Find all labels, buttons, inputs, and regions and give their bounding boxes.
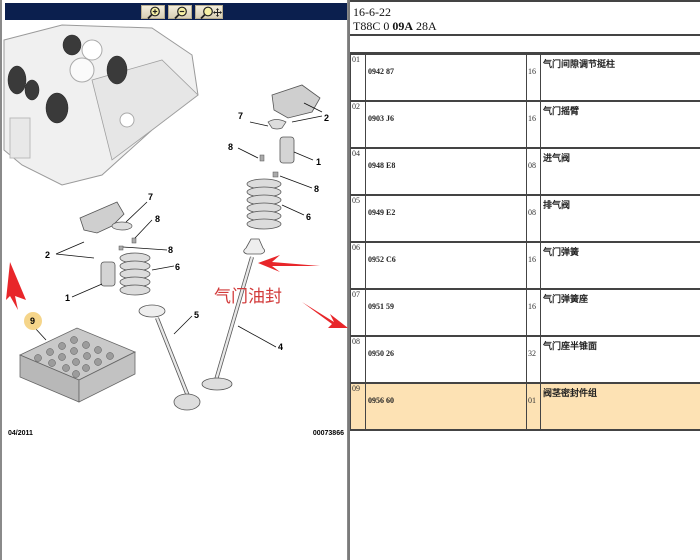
callout-8[interactable]: 8 xyxy=(228,142,233,152)
valve-assembly-upper xyxy=(201,84,321,391)
part-name[interactable]: 气门间隙调节挺柱 xyxy=(540,54,700,102)
leader-lines xyxy=(34,102,323,348)
part-quantity[interactable]: 32 xyxy=(526,335,541,384)
callout-7[interactable]: 7 xyxy=(238,111,243,121)
header-spacer xyxy=(350,36,700,54)
part-name[interactable]: 气门弹簧座 xyxy=(540,288,700,337)
part-name[interactable]: 排气阀 xyxy=(540,194,700,243)
part-position[interactable]: 09 xyxy=(350,382,366,431)
callout-1[interactable]: 1 xyxy=(316,157,321,167)
part-name[interactable]: 气门弹簧 xyxy=(540,241,700,290)
part-quantity[interactable]: 16 xyxy=(526,54,541,102)
magnifier-move-icon xyxy=(200,6,222,19)
annotation-oil-seal: 气门油封 xyxy=(214,287,282,307)
callout-6[interactable]: 6 xyxy=(306,212,311,222)
valve-assembly-lower xyxy=(79,201,201,411)
callout-2[interactable]: 2 xyxy=(324,113,329,123)
part-position[interactable]: 02 xyxy=(350,100,366,149)
part-quantity[interactable]: 16 xyxy=(526,288,541,337)
part-reference[interactable]: 0951 59 xyxy=(365,288,527,337)
part-name[interactable]: 阀茎密封件组 xyxy=(540,382,700,431)
arrow-to-seal xyxy=(258,255,320,272)
diagram-toolbar xyxy=(5,3,347,20)
part-name[interactable]: 进气阀 xyxy=(540,147,700,196)
part-position[interactable]: 06 xyxy=(350,241,366,290)
callout-6[interactable]: 6 xyxy=(175,262,180,272)
part-reference[interactable]: 0952 C6 xyxy=(365,241,527,290)
callout-1[interactable]: 1 xyxy=(65,293,70,303)
part-reference[interactable]: 0948 E8 xyxy=(365,147,527,196)
part-quantity[interactable]: 08 xyxy=(526,147,541,196)
cylinder-head-illustration xyxy=(3,24,199,186)
part-quantity[interactable]: 16 xyxy=(526,241,541,290)
part-reference[interactable]: 0949 E2 xyxy=(365,194,527,243)
part-position[interactable]: 01 xyxy=(350,54,366,102)
zoom-pan-button[interactable] xyxy=(195,5,223,19)
header-date: 16-6-22 xyxy=(353,5,391,19)
callout-8[interactable]: 8 xyxy=(168,245,173,255)
part-quantity[interactable]: 16 xyxy=(526,100,541,149)
callout-8[interactable]: 8 xyxy=(155,214,160,224)
part-position[interactable]: 08 xyxy=(350,335,366,384)
callout-7[interactable]: 7 xyxy=(148,192,153,202)
part-name[interactable]: 气门座半锥面 xyxy=(540,335,700,384)
arrow-to-table xyxy=(302,302,348,328)
magnifier-minus-icon xyxy=(174,6,187,19)
part-position[interactable]: 04 xyxy=(350,147,366,196)
drawing-number: 00073866 xyxy=(312,430,344,437)
part-reference[interactable]: 0950 26 xyxy=(365,335,527,384)
callout-4[interactable]: 4 xyxy=(278,342,283,352)
part-position[interactable]: 05 xyxy=(350,194,366,243)
diagram-panel: 7 2 8 1 8 6 7 8 8 2 6 1 9 5 4 气门油封 04/20… xyxy=(0,0,348,560)
part-reference[interactable]: 0903 J6 xyxy=(365,100,527,149)
magnifier-plus-icon xyxy=(147,6,160,19)
diagram-date: 04/2011 xyxy=(8,430,33,437)
part-quantity[interactable]: 01 xyxy=(526,382,541,431)
zoom-in-button[interactable] xyxy=(141,5,165,19)
parts-header: 16-6-22 T88C 0 09A 28A xyxy=(350,0,700,36)
callout-5[interactable]: 5 xyxy=(194,310,199,320)
header-reference: T88C 0 09A 28A xyxy=(353,19,437,33)
part-name[interactable]: 气门摇臂 xyxy=(540,100,700,149)
callout-8[interactable]: 8 xyxy=(314,184,319,194)
part-quantity[interactable]: 08 xyxy=(526,194,541,243)
callout-9-highlight xyxy=(24,312,42,330)
zoom-out-button[interactable] xyxy=(168,5,192,19)
part-position[interactable]: 07 xyxy=(350,288,366,337)
parts-diagram: 7 2 8 1 8 6 7 8 8 2 6 1 9 5 4 气门油封 xyxy=(3,24,348,411)
callout-2[interactable]: 2 xyxy=(45,250,50,260)
part-reference[interactable]: 0956 60 xyxy=(365,382,527,431)
arrow-to-9 xyxy=(6,262,26,310)
valve-seal-kit-illustration xyxy=(19,327,136,403)
annotation-arrows xyxy=(6,255,348,328)
part-reference[interactable]: 0942 87 xyxy=(365,54,527,102)
callout-9[interactable]: 9 xyxy=(30,316,35,326)
